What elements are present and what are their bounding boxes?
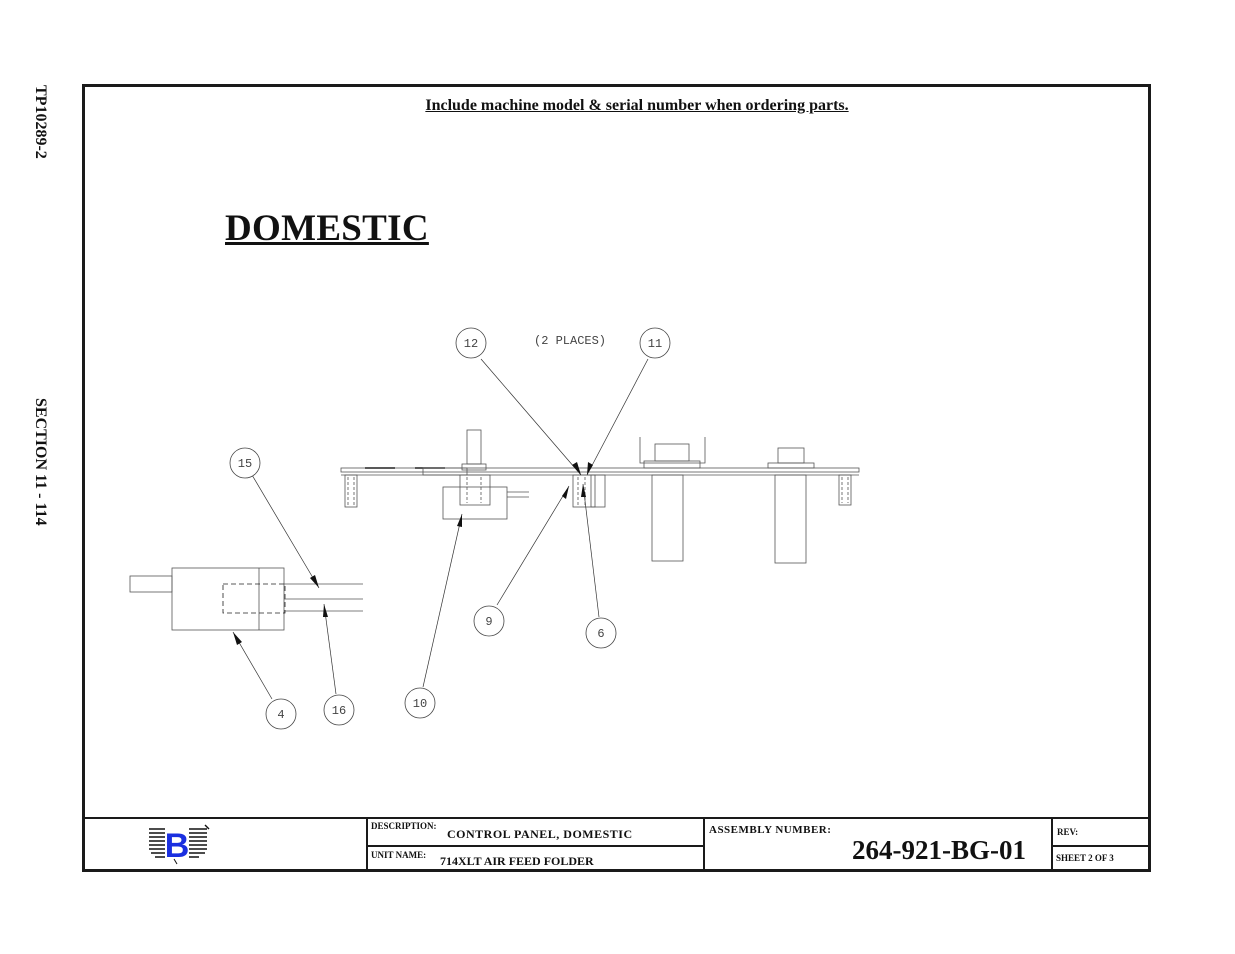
callout-label-4: 4 [277,708,284,722]
meter2-cap [777,447,805,464]
unit-name-cell: UNIT NAME: 714XLT AIR FEED FOLDER [368,847,705,871]
leader-15 [251,474,320,589]
callout-6 [585,617,617,649]
callout-4 [265,698,297,730]
meter2-body [774,474,807,564]
callout-10 [404,687,436,719]
meter-body [651,474,684,562]
unit-name-value: 714XLT AIR FEED FOLDER [440,854,594,868]
callout-label-11: 11 [648,337,662,351]
meter-flange [643,460,701,469]
lamp-hidden-bulb [222,583,286,614]
arrow-10 [457,514,462,527]
sheet-number: SHEET 2 OF 3 [1056,853,1114,863]
meter2-flange [767,462,815,469]
leader-16 [323,603,337,695]
switch-body [459,474,491,506]
callout-label-6: 6 [597,627,604,641]
lamp-stem [129,575,173,593]
logo-letter: B [165,827,190,865]
callout-9 [473,605,505,637]
document-code: TP10289-2 [32,85,49,159]
drawing-sheet: Include machine model & serial number wh… [82,84,1151,872]
callout-label-16: 16 [332,704,346,718]
right-standoff [838,474,852,506]
title-block: B DESCRIPTION: CONTROL PANEL, DOMESTIC U… [85,817,1148,871]
description-cell: DESCRIPTION: CONTROL PANEL, DOMESTIC [368,819,705,847]
arrow-6 [581,484,586,497]
section-number: SECTION 11 - 114 [32,398,49,526]
callout-label-10: 10 [413,697,427,711]
callout-note-12: (2 PLACES) [534,334,606,348]
leader-10 [422,513,463,688]
arrow-9 [562,486,569,499]
callout-11 [639,327,671,359]
switch-plate [422,467,468,476]
lamp-body [171,567,285,631]
assembly-cell: ASSEMBLY NUMBER: 264-921-BG-01 [705,819,1053,871]
sheet-cell: SHEET 2 OF 3 [1053,847,1148,871]
panel-rail [340,467,860,473]
assembly-number: 264-921-BG-01 [852,835,1026,865]
center-bracket-side [590,474,606,508]
arrow-12 [572,462,581,475]
left-standoff [344,474,358,508]
callout-label-15: 15 [238,457,252,471]
leader-12 [480,358,582,476]
logo-cell: B [85,819,368,871]
rev-label: REV: [1057,827,1079,837]
arrow-4 [233,632,242,645]
switch-housing [442,486,508,520]
callout-16 [323,694,355,726]
drawing-heading: DOMESTIC [225,208,429,249]
meter-cap [654,443,690,462]
arrow-11 [587,462,593,475]
unit-name-label: UNIT NAME: [371,850,427,860]
callout-12 [455,327,487,359]
leader-6 [582,483,600,618]
company-logo: B [149,824,210,865]
arrow-15 [310,575,319,588]
center-bracket [572,474,596,508]
description-value: CONTROL PANEL, DOMESTIC [447,827,633,841]
ordering-notice: Include machine model & serial number wh… [425,97,849,114]
assembly-label: ASSEMBLY NUMBER: [709,824,832,836]
callout-label-9: 9 [485,615,492,629]
arrow-16 [323,604,328,617]
assembly-drawing: 12 (2 PLACES) 11 15 9 6 10 4 16 [129,327,860,730]
leader-11 [586,358,649,476]
rev-cell: REV: [1053,819,1148,847]
leader-9 [496,485,570,606]
callout-label-12: 12 [464,337,478,351]
description-label: DESCRIPTION: [371,821,437,831]
switch-nut [461,463,487,471]
callout-15 [229,447,261,479]
meter-bracket [639,437,706,464]
switch-knob [466,429,482,465]
